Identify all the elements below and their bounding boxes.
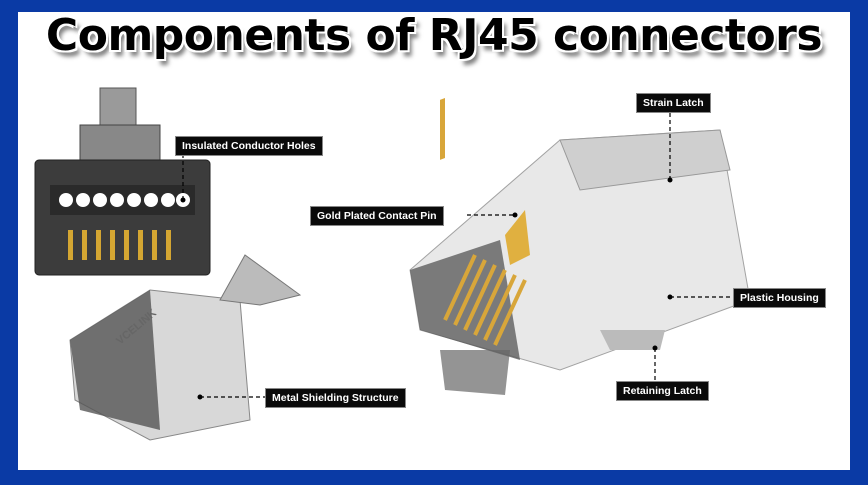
label-strain-latch: Strain Latch xyxy=(636,93,711,113)
label-plastic-housing: Plastic Housing xyxy=(733,288,826,308)
label-retaining-latch: Retaining Latch xyxy=(616,381,709,401)
page-title: Components of RJ45 connectors xyxy=(45,10,823,61)
clear-connector xyxy=(409,98,751,395)
shielded-connector: VCELINK xyxy=(69,254,302,441)
label-gold-plated-contact-pin: Gold Plated Contact Pin xyxy=(310,206,444,226)
front-view-connector xyxy=(34,87,211,276)
label-insulated-conductor-holes: Insulated Conductor Holes xyxy=(175,136,323,156)
label-metal-shielding-structure: Metal Shielding Structure xyxy=(265,388,406,408)
leader-lines xyxy=(182,111,733,398)
